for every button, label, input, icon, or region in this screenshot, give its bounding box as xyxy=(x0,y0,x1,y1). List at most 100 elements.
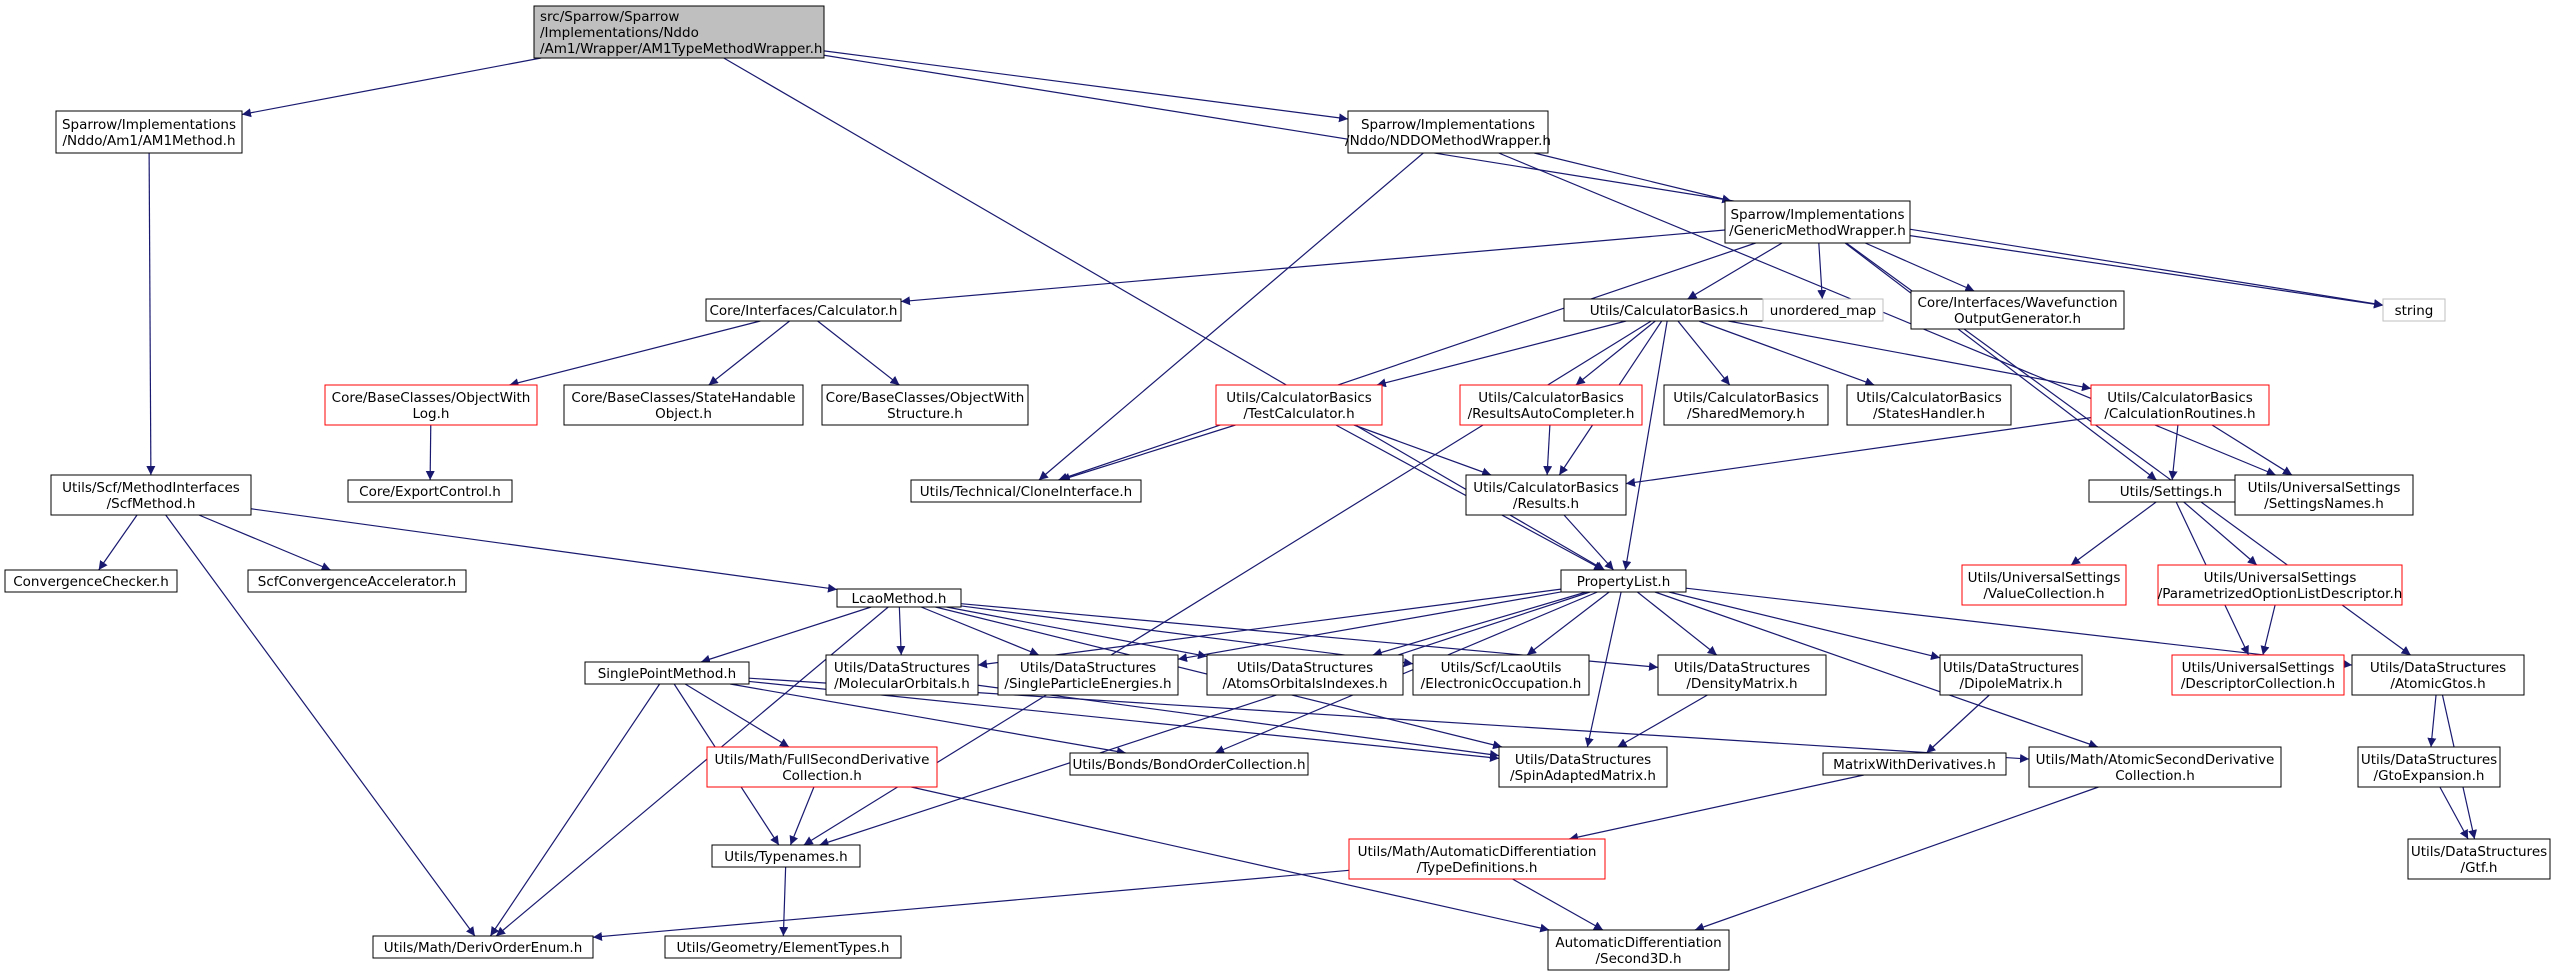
node-settings[interactable]: Utils/Settings.h xyxy=(2088,479,2254,503)
node-calculator[interactable]: Core/Interfaces/Calculator.h xyxy=(705,298,902,322)
node-bondorder[interactable]: Utils/Bonds/BondOrderCollection.h xyxy=(1069,752,1309,776)
node-autodifftypedef[interactable]: Utils/Math/AutomaticDifferentiation/Type… xyxy=(1348,838,1606,880)
node-label-line: /DipoleMatrix.h xyxy=(1960,676,2063,692)
node-electronicocc[interactable]: Utils/Scf/LcaoUtils/ElectronicOccupation… xyxy=(1412,654,1590,696)
node-label-line: OutputGenerator.h xyxy=(1954,311,2081,327)
node-results[interactable]: Utils/CalculatorBasics/Results.h xyxy=(1465,474,1627,516)
node-box xyxy=(2171,654,2345,696)
node-convchecker[interactable]: ConvergenceChecker.h xyxy=(4,569,178,593)
node-string[interactable]: string xyxy=(2382,298,2446,322)
node-label-line: Utils/Geometry/ElementTypes.h xyxy=(677,940,890,956)
node-label-line: Utils/CalculatorBasics xyxy=(1478,390,1624,406)
node-stateshandler[interactable]: Utils/CalculatorBasics/StatesHandler.h xyxy=(1846,384,2012,426)
node-atomsorbidx[interactable]: Utils/DataStructures/AtomsOrbitalsIndexe… xyxy=(1206,654,1404,696)
edge-calcroutines-to-results xyxy=(1625,417,2092,487)
node-testcalc[interactable]: Utils/CalculatorBasics/TestCalculator.h xyxy=(1215,384,1383,426)
node-scfmethod[interactable]: Utils/Scf/MethodInterfaces/ScfMethod.h xyxy=(50,474,252,516)
edge-root-to-propertylist xyxy=(723,57,1605,571)
node-valuecollection[interactable]: Utils/UniversalSettings/ValueCollection.… xyxy=(1961,564,2127,606)
edge-typenames-to-elementtypes xyxy=(779,866,789,937)
node-label-line: Utils/CalculatorBasics xyxy=(1226,390,1372,406)
node-label-line: Utils/Math/FullSecondDerivative xyxy=(715,752,930,768)
node-label-line: Sparrow/Implementations xyxy=(1361,117,1535,133)
node-box xyxy=(55,110,243,154)
edge-lcaomethod-to-derivorderenum xyxy=(495,606,889,937)
nodes-layer: src/Sparrow/Sparrow/Implementations/Nddo… xyxy=(4,5,2551,971)
node-derivorderenum[interactable]: Utils/Math/DerivOrderEnum.h xyxy=(372,935,594,959)
node-gtf[interactable]: Utils/DataStructures/Gtf.h xyxy=(2407,838,2551,880)
node-atomicgtos[interactable]: Utils/DataStructures/AtomicGtos.h xyxy=(2351,654,2525,696)
node-box xyxy=(1069,752,1309,776)
node-singlepartenergies[interactable]: Utils/DataStructures/SingleParticleEnerg… xyxy=(997,654,1179,696)
node-label-line: /ResultsAutoCompleter.h xyxy=(1468,406,1635,422)
node-label-line: Core/ExportControl.h xyxy=(359,484,501,500)
node-box xyxy=(836,588,962,608)
node-descriptorcoll[interactable]: Utils/UniversalSettings/DescriptorCollec… xyxy=(2171,654,2345,696)
node-calcbasics[interactable]: Utils/CalculatorBasics.h xyxy=(1563,298,1775,322)
node-label-line: Utils/DataStructures xyxy=(1674,660,1810,676)
node-propertylist[interactable]: PropertyList.h xyxy=(1560,569,1687,593)
node-atomicsecondderiv[interactable]: Utils/Math/AtomicSecondDerivativeCollect… xyxy=(2028,746,2282,788)
edge-root-to-am1method xyxy=(241,57,542,118)
node-box xyxy=(664,935,902,959)
node-calcroutines[interactable]: Utils/CalculatorBasics/CalculationRoutin… xyxy=(2090,384,2270,426)
node-lcaomethod[interactable]: LcaoMethod.h xyxy=(836,588,962,608)
node-densitymatrix[interactable]: Utils/DataStructures/DensityMatrix.h xyxy=(1657,654,1827,696)
node-elementtypes[interactable]: Utils/Geometry/ElementTypes.h xyxy=(664,935,902,959)
node-box xyxy=(1347,110,1549,154)
node-root[interactable]: src/Sparrow/Sparrow/Implementations/Nddo… xyxy=(533,5,825,59)
edge-calcbasics-to-stateshandler xyxy=(1698,320,1875,387)
node-label-line: Utils/UniversalSettings xyxy=(1968,570,2121,586)
node-wavefunction[interactable]: Core/Interfaces/WavefunctionOutputGenera… xyxy=(1910,290,2125,330)
node-label-line: Utils/CalculatorBasics xyxy=(1673,390,1819,406)
node-label-line: unordered_map xyxy=(1770,303,1876,319)
edge-propertylist-to-molorbitals xyxy=(977,588,1562,669)
node-label-line: /AtomicGtos.h xyxy=(2390,676,2485,692)
node-dipolematrix[interactable]: Utils/DataStructures/DipoleMatrix.h xyxy=(1939,654,2083,696)
node-sharedmem[interactable]: Utils/CalculatorBasics/SharedMemory.h xyxy=(1663,384,1829,426)
node-scfconvacc[interactable]: ScfConvergenceAccelerator.h xyxy=(247,569,467,593)
node-label-line: Utils/DataStructures xyxy=(1237,660,1373,676)
node-resultsauto[interactable]: Utils/CalculatorBasics/ResultsAutoComple… xyxy=(1459,384,1643,426)
node-spinadapted[interactable]: Utils/DataStructures/SpinAdaptedMatrix.h xyxy=(1498,746,1668,788)
node-label-line: /Implementations/Nddo xyxy=(540,25,699,41)
node-box xyxy=(1961,564,2127,606)
node-singlepoint[interactable]: SinglePointMethod.h xyxy=(584,661,750,685)
edge-propertylist-to-spinadapted xyxy=(1584,591,1622,748)
node-nddowrapper[interactable]: Sparrow/Implementations/Nddo/NDDOMethodW… xyxy=(1345,110,1551,154)
node-label-line: Utils/Typenames.h xyxy=(724,849,847,865)
node-label-line: Sparrow/Implementations xyxy=(62,117,236,133)
node-second3d[interactable]: AutomaticDifferentiation/Second3D.h xyxy=(1547,929,1730,971)
node-molorbitals[interactable]: Utils/DataStructures/MolecularOrbitals.h xyxy=(825,654,979,696)
node-exportcontrol[interactable]: Core/ExportControl.h xyxy=(347,479,513,503)
node-box xyxy=(50,474,252,516)
node-box xyxy=(563,384,804,426)
node-typenames[interactable]: Utils/Typenames.h xyxy=(711,844,861,868)
node-unordered_map[interactable]: unordered_map xyxy=(1762,298,1884,322)
node-label-line: /Gtf.h xyxy=(2461,860,2498,876)
edge-singlepoint-to-fullsecondderiv xyxy=(684,683,790,748)
edge-lcaomethod-to-singlepoint xyxy=(700,606,872,664)
node-settingsnames[interactable]: Utils/UniversalSettings/SettingsNames.h xyxy=(2234,474,2414,516)
node-gtoexpansion[interactable]: Utils/DataStructures/GtoExpansion.h xyxy=(2357,746,2501,788)
node-box xyxy=(2382,298,2446,322)
node-label-line: Utils/Scf/MethodInterfaces xyxy=(62,480,240,496)
node-cloneinterface[interactable]: Utils/Technical/CloneInterface.h xyxy=(910,479,1142,503)
node-box xyxy=(1465,474,1627,516)
node-label-line: Utils/DataStructures xyxy=(2361,752,2497,768)
node-paramoptlist[interactable]: Utils/UniversalSettings/ParametrizedOpti… xyxy=(2157,564,2403,606)
node-am1method[interactable]: Sparrow/Implementations/Nddo/Am1/AM1Meth… xyxy=(55,110,243,154)
node-fullsecondderiv[interactable]: Utils/Math/FullSecondDerivativeCollectio… xyxy=(706,746,938,788)
node-label-line: Utils/Scf/LcaoUtils xyxy=(1441,660,1562,676)
node-matrixwithderiv[interactable]: MatrixWithDerivatives.h xyxy=(1822,752,2007,776)
edge-scfmethod-to-lcaomethod xyxy=(250,508,838,593)
node-box xyxy=(4,569,178,593)
edge-atomicsecondderiv-to-second3d xyxy=(1694,786,2099,932)
node-box xyxy=(2028,746,2282,788)
node-box xyxy=(1939,654,2083,696)
node-genericwrapper[interactable]: Sparrow/Implementations/GenericMethodWra… xyxy=(1724,200,1911,244)
